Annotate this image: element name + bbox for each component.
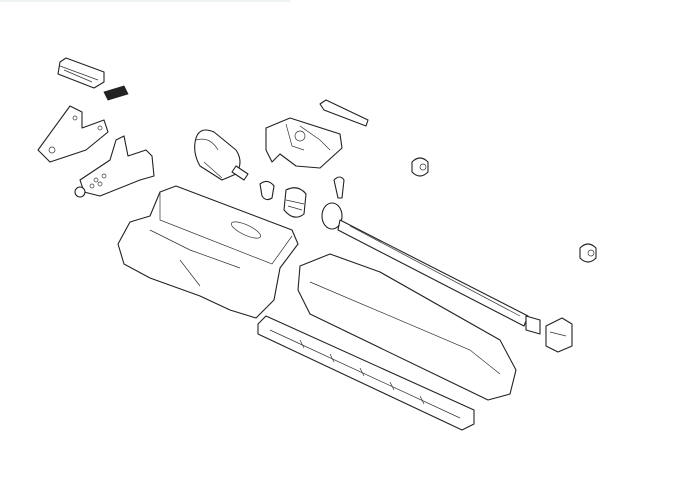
part-bushing — [259, 180, 275, 201]
part-support-plate — [74, 135, 155, 198]
part-motor — [194, 129, 249, 181]
part-nut-1 — [411, 157, 429, 177]
part-cover — [297, 253, 517, 401]
part-clip-cover — [57, 57, 105, 89]
part-mounting-bracket — [37, 105, 109, 163]
part-gearbox — [265, 117, 343, 169]
part-base-tray — [257, 315, 475, 431]
part-end-block — [545, 317, 573, 353]
part-pinion-gear — [283, 187, 307, 218]
part-pin — [333, 176, 345, 199]
part-nut-2 — [579, 243, 597, 263]
part-rod — [319, 99, 369, 127]
part-connector — [103, 85, 129, 101]
top-edge-strip — [0, 0, 290, 2]
part-screw-shaft — [321, 202, 541, 335]
part-main-housing — [117, 185, 299, 319]
